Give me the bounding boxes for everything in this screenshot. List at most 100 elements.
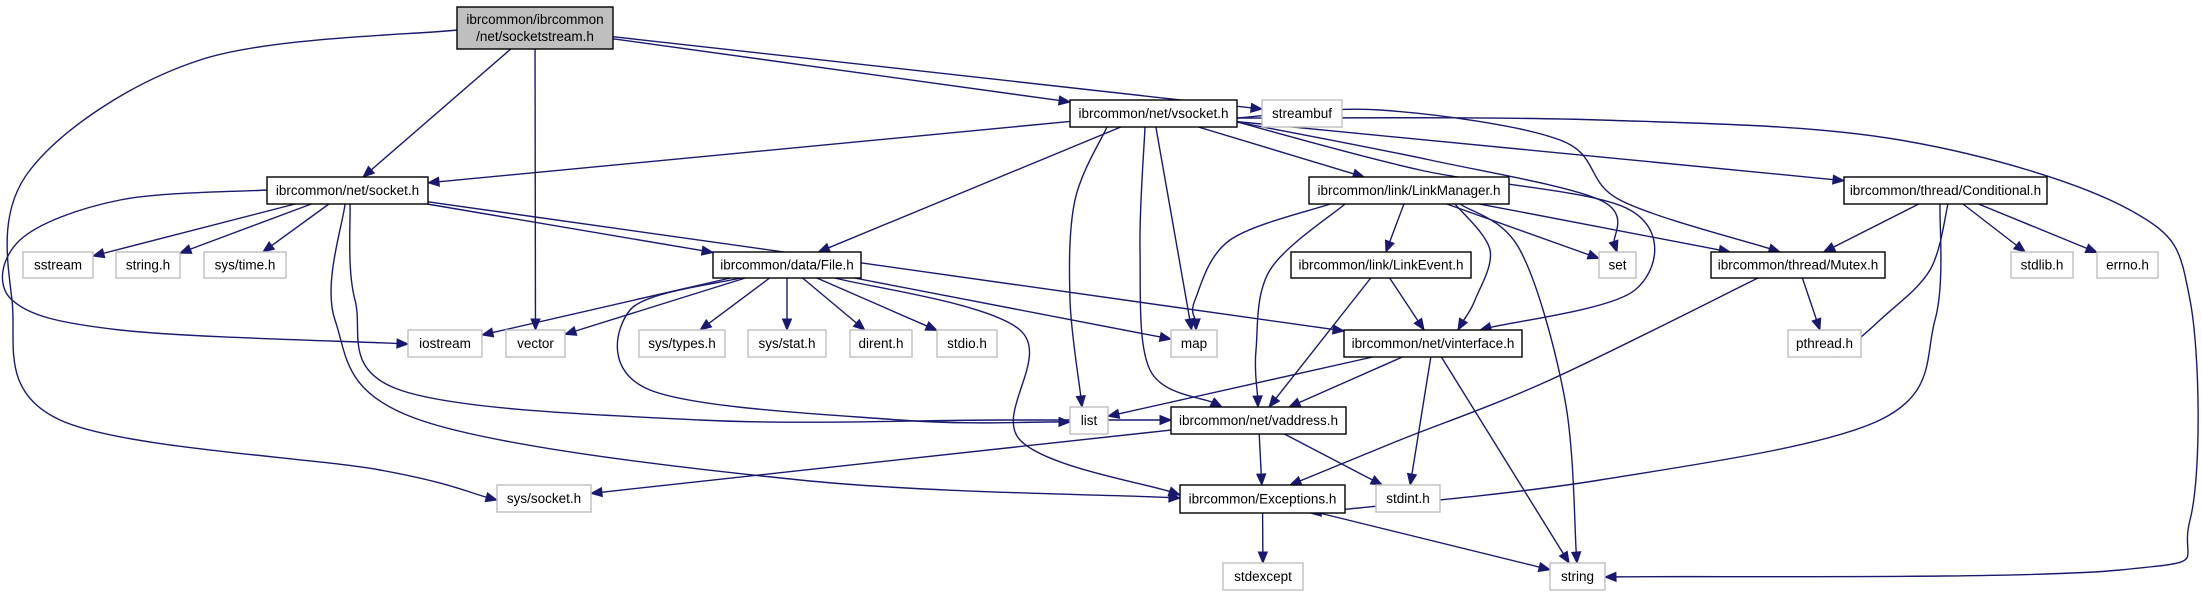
arrow-head-icon [1190, 318, 1201, 332]
edge-line [1440, 356, 1565, 556]
edge-socket-to-file [427, 203, 715, 256]
edge-line [1319, 512, 1542, 569]
arrow-head-icon [1384, 239, 1395, 254]
node-dirent: dirent.h [849, 329, 913, 358]
edge-file-to-exceptions [834, 277, 1182, 497]
arrow-head-icon [1106, 408, 1121, 419]
node-iostream: iostream [407, 329, 483, 358]
edge-file-to-dirent [802, 277, 866, 331]
arrow-head-icon [396, 338, 410, 349]
edge-file-to-systypes [699, 277, 771, 331]
edge-linkevent-to-vaddress [1268, 277, 1372, 409]
edge-line [1139, 126, 1215, 404]
node-box [1222, 562, 1304, 591]
edge-socket-to-vinterface [427, 201, 1346, 335]
node-label: ibrcommon/link/LinkManager.h [1317, 183, 1500, 198]
edge-vinterface-to-list [1106, 356, 1373, 419]
edge-line [427, 203, 705, 252]
edge-conditional-to-exceptions [1308, 203, 1942, 517]
arrow-head-icon [1159, 414, 1173, 426]
node-box [496, 484, 592, 513]
node-label: sys/types.h [648, 336, 716, 351]
node-socket[interactable]: ibrcommon/net/socket.h [266, 176, 429, 205]
node-list: list [1069, 406, 1109, 435]
edge-line [269, 203, 330, 248]
arrow-head-icon [1603, 571, 1617, 583]
arrow-head-icon [484, 492, 499, 503]
edge-file-to-vector [563, 277, 746, 336]
arrow-head-icon [178, 244, 193, 254]
edge-line [1116, 356, 1373, 415]
node-linkevent[interactable]: ibrcommon/link/LinkEvent.h [1290, 251, 1472, 279]
edge-line [436, 120, 1071, 183]
arrow-head-icon [1406, 472, 1418, 487]
node-box [1069, 406, 1109, 435]
node-label: iostream [419, 336, 471, 351]
edge-line [1962, 203, 2019, 248]
edge-line [427, 201, 1336, 331]
arrow-head-icon [1558, 550, 1570, 565]
node-box [1170, 406, 1347, 435]
arrow-head-icon [1457, 317, 1469, 332]
arrow-head-icon [781, 318, 793, 332]
node-box [936, 329, 998, 358]
node-string: string [1549, 562, 1606, 591]
node-stdexcept: stdexcept [1222, 562, 1304, 591]
arrow-head-icon [1570, 551, 1582, 565]
node-label: ibrcommon/thread/Mutex.h [1718, 258, 1879, 273]
edge-line [101, 203, 296, 255]
node-box [1843, 176, 2048, 205]
node-box [2010, 251, 2074, 279]
node-socketstream[interactable]: ibrcommon/ibrcommon/net/socketstream.h [456, 6, 614, 50]
node-linkmanager[interactable]: ibrcommon/link/LinkManager.h [1308, 176, 1510, 205]
arrow-head-icon [1413, 317, 1425, 332]
edge-line [1274, 277, 1372, 401]
edge-line [1318, 203, 1942, 513]
edge-line [1297, 356, 1403, 405]
edge-socket-to-vaddress [348, 203, 1173, 426]
arrow-head-icon [362, 165, 376, 178]
node-label: ibrcommon/net/vsocket.h [1078, 106, 1228, 121]
node-label: ibrcommon/thread/Conditional.h [1850, 183, 2041, 198]
node-label: ibrcommon/net/vaddress.h [1179, 413, 1338, 428]
arrow-head-icon [1586, 249, 1601, 260]
arrow-head-icon [699, 318, 713, 331]
edge-line [1459, 203, 1578, 555]
node-file[interactable]: ibrcommon/data/File.h [712, 251, 862, 279]
node-label: ibrcommon/net/vinterface.h [1352, 336, 1515, 351]
edge-file-to-list [616, 277, 1072, 428]
node-vinterface[interactable]: ibrcommon/net/vinterface.h [1343, 329, 1523, 358]
edge-socketstream-to-socket [362, 48, 512, 178]
node-conditional[interactable]: ibrcommon/thread/Conditional.h [1843, 176, 2048, 205]
nodes-layer: ibrcommon/ibrcommon/net/socketstream.h ib… [22, 6, 2159, 591]
arrow-head-icon [480, 327, 495, 338]
edge-line [188, 203, 312, 251]
node-box [266, 176, 429, 205]
arrow-head-icon [1369, 475, 1384, 486]
arrow-head-icon [563, 325, 578, 336]
edge-line [1446, 203, 1591, 257]
edge-line [816, 277, 930, 328]
node-vaddress[interactable]: ibrcommon/net/vaddress.h [1170, 406, 1347, 435]
node-box [1179, 484, 1346, 514]
node-label: ibrcommon/data/File.h [720, 258, 854, 273]
arrow-head-icon [700, 245, 715, 256]
node-vsocket[interactable]: ibrcommon/net/vsocket.h [1069, 99, 1238, 128]
edge-line [612, 35, 1254, 109]
node-exceptions[interactable]: ibrcommon/Exceptions.h [1179, 484, 1346, 514]
node-vector: vector [505, 329, 566, 358]
node-label: set [1608, 258, 1626, 273]
node-label: stdlib.h [2021, 258, 2064, 273]
node-mutex[interactable]: ibrcommon/thread/Mutex.h [1710, 251, 1886, 279]
edge-line [1254, 203, 1346, 399]
edge-linkmanager-to-vaddress [1252, 203, 1346, 409]
edge-linkmanager-to-string [1459, 203, 1582, 565]
edge-vsocket-to-socket [426, 120, 1071, 187]
node-box [1549, 562, 1606, 591]
edge-line [1258, 433, 1263, 477]
edge-linkmanager-to-set [1446, 203, 1601, 260]
edge-line [330, 203, 1172, 499]
arrow-head-icon [1252, 395, 1263, 409]
edge-line [1191, 203, 1331, 322]
node-stdio: stdio.h [936, 329, 998, 358]
